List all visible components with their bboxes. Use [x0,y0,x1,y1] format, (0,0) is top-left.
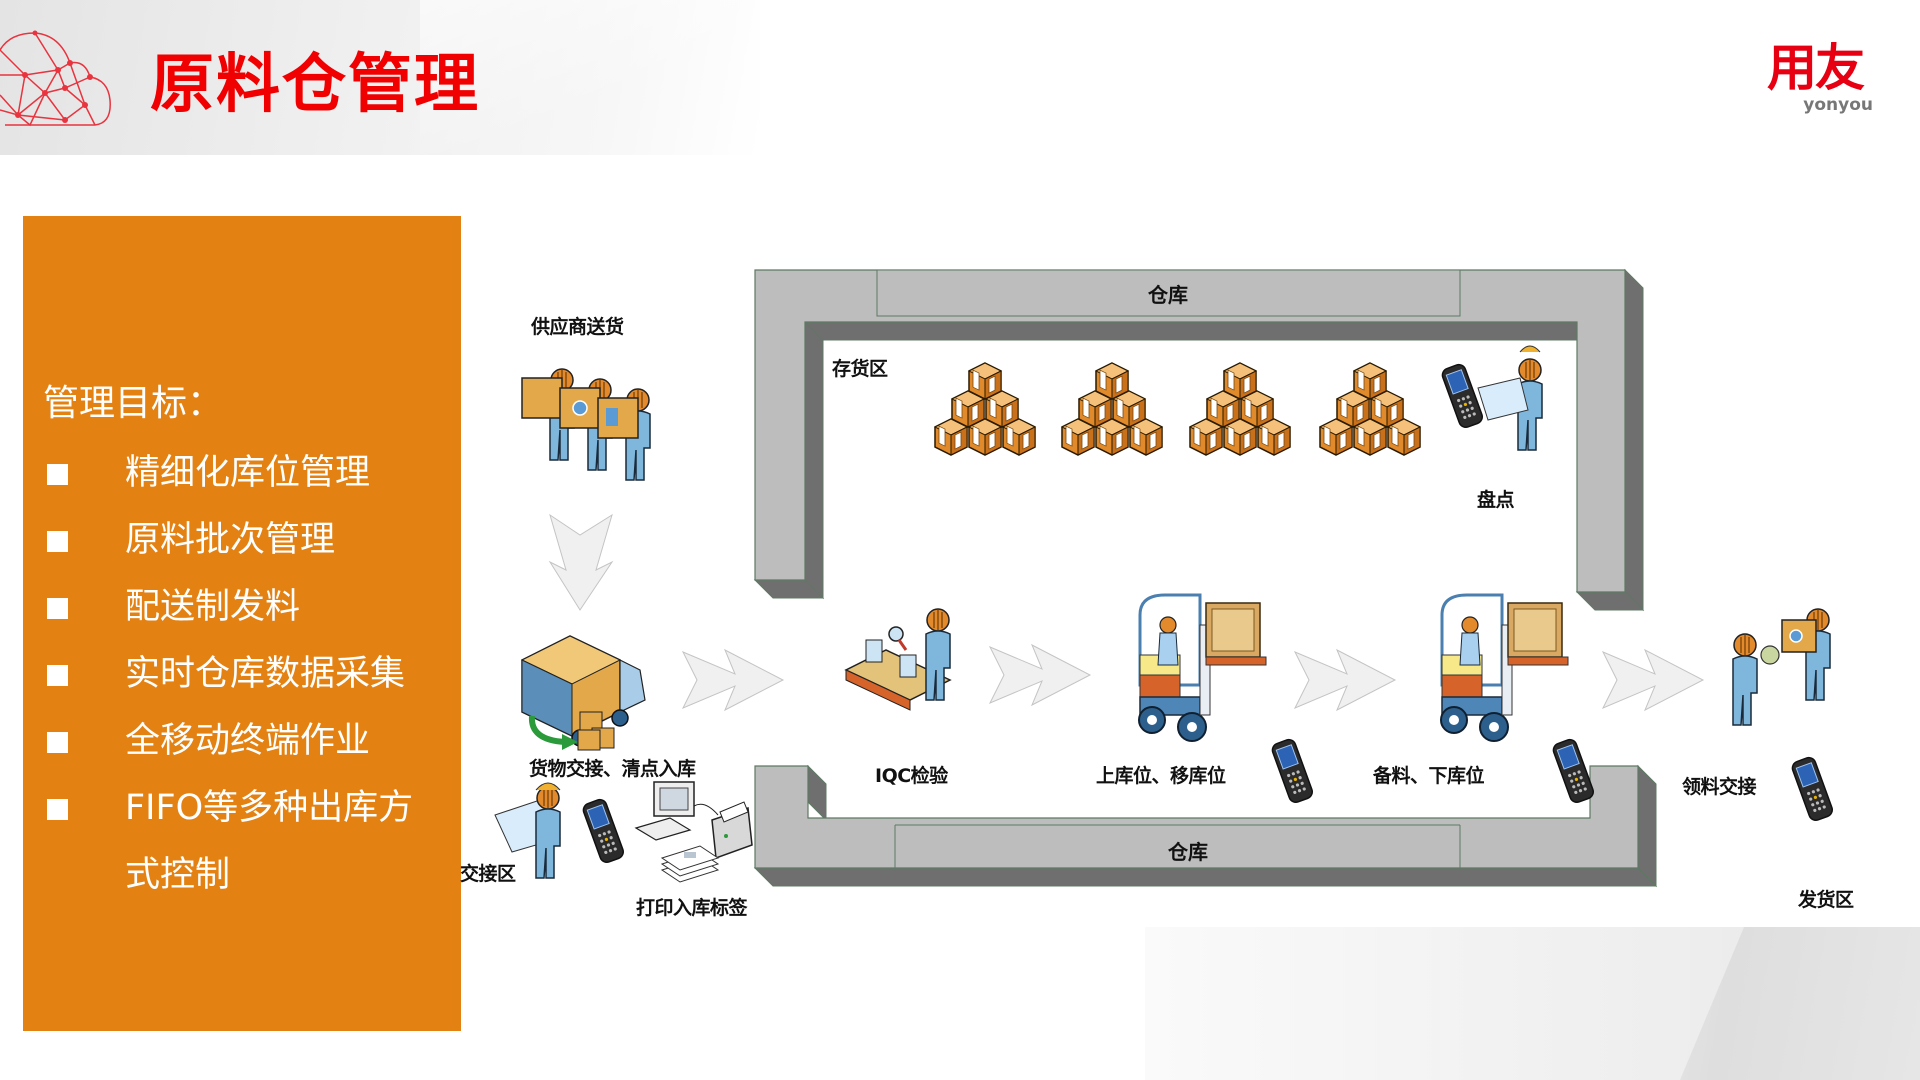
step-label-iqc: IQC检验 [875,765,948,787]
step-label-picking: 备料、下库位 [1373,765,1485,787]
flow-arrow-icon [682,649,784,711]
zone-label-storage: 存货区 [832,358,888,380]
step-label-putaway: 上库位、移库位 [1096,765,1226,787]
handover-worker-icon [494,782,561,879]
square-bullet-icon [47,464,68,485]
handheld-scanner-icon [1789,754,1835,823]
step-label-issue-handover: 领料交接 [1682,776,1757,798]
handheld-scanner-icon [580,796,626,865]
handheld-scanner-icon [1269,736,1315,805]
square-bullet-icon [47,531,68,552]
page-title: 原料仓管理 [150,48,480,122]
flow-arrow-icon [989,644,1091,706]
brand-logo: 用友 yonyou [1755,40,1875,114]
forklift-icon [1137,593,1268,743]
goal-text: 式控制 [125,855,231,895]
goal-text: 配送制发料 [125,587,301,627]
goal-text: 精细化库位管理 [125,453,371,493]
delivery-truck-icon [520,635,646,751]
cloud-network-icon [0,30,111,127]
flow-arrow-icon [1294,649,1396,711]
workers-carrying-boxes-icon [521,368,651,481]
zone-label-shipping: 发货区 [1798,889,1854,911]
zone-label-handover: 交接区 [460,863,516,885]
square-bullet-icon [47,665,68,686]
step-label-print-labels: 打印入库标签 [636,897,748,919]
brand-name-cn: 用友 [1767,39,1865,97]
square-bullet-icon [47,799,68,820]
goal-text: 原料批次管理 [125,520,336,560]
top-wall [753,268,1645,612]
inspector-conveyor-icon [844,608,952,711]
step-label-stocktake: 盘点 [1477,489,1515,511]
square-bullet-icon [47,732,68,753]
flow-arrow-icon [1602,649,1704,711]
stocktake-icon [1439,345,1543,451]
step-label-goods-handover: 货物交接、清点入库 [529,758,696,780]
computer-icon [634,781,695,841]
goals-panel: 管理目标： 精细化库位管理 原料批次管理 配送制发料 实时仓库数据采集 全移动终… [23,216,461,1031]
wall-label-top: 仓库 [1148,283,1188,307]
printed-labels-icon [660,845,720,883]
handheld-scanner-icon [1550,736,1596,805]
flow-arrow-icon [548,513,614,611]
stacked-boxes-icon [935,363,1420,455]
goals-heading: 管理目标： [43,383,224,424]
goal-text: 实时仓库数据采集 [125,654,406,694]
square-bullet-icon [47,598,68,619]
goal-text: FIFO等多种出库方 [125,788,414,828]
goal-text: 全移动终端作业 [125,721,371,761]
printer-icon [693,801,753,860]
brand-name-en: yonyou [1803,95,1873,115]
wall-label-bottom: 仓库 [1168,840,1208,864]
header-background-facet [420,0,780,155]
forklift-icon [1439,593,1570,743]
bottom-wall [753,764,1658,888]
issue-handover-icon [1732,608,1831,726]
step-label-supplier-delivery: 供应商送货 [531,316,624,338]
